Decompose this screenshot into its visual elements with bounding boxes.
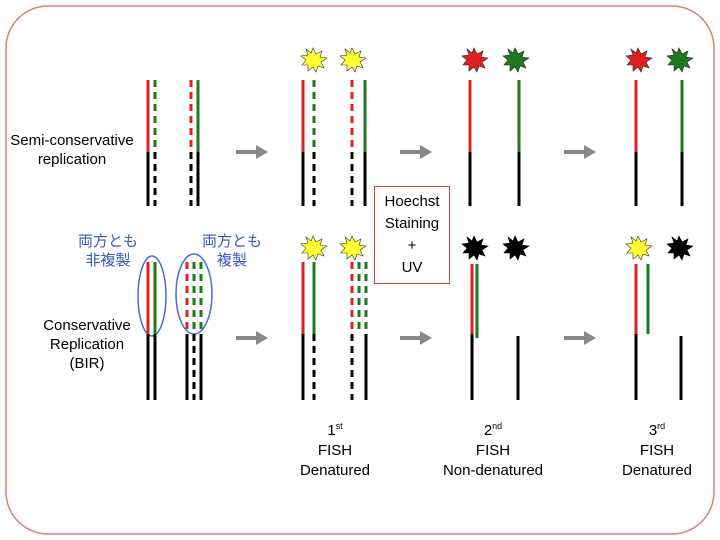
column-3-ordinal: 3rd [648, 421, 666, 439]
green-star-icon [666, 47, 694, 73]
cons-step3-strands [634, 264, 683, 400]
jp-right-line1: 両方とも [201, 233, 262, 250]
japanese-replicated-label: 両方とも 複製 [192, 232, 272, 270]
semi-arrow-2 [400, 145, 432, 159]
cons-arrow-2 [400, 331, 432, 345]
column-2-line3: Non-denatured [442, 462, 544, 479]
semi-label-line2: replication [37, 151, 107, 168]
cons-label-line3: (BIR) [69, 355, 105, 372]
semi-step1-strands [301, 80, 367, 206]
hoechst-line4: UV [401, 259, 423, 276]
green-star-icon [502, 47, 530, 73]
jp-right-line2: 複製 [216, 252, 247, 269]
column-3-line2: FISH [639, 442, 675, 459]
black-star-icon [666, 235, 694, 261]
semi-step2-strands [468, 80, 521, 206]
black-star-icon [461, 235, 489, 261]
semi-initial-pair-1 [146, 80, 157, 206]
column-1-line3: Denatured [299, 462, 371, 479]
hoechst-line1: Hoechst [384, 193, 440, 210]
semi-step3-strands [634, 80, 684, 206]
yellow-star-icon [300, 235, 328, 261]
column-label-2: 2nd FISH Non-denatured [428, 416, 558, 481]
column-1-ordinal: 1st [327, 421, 343, 439]
cons-step1-strands [301, 262, 368, 400]
outer-frame [5, 5, 715, 535]
unreplicated-highlight-ellipse [137, 255, 167, 337]
semi-initial-pair-2 [189, 80, 200, 206]
semi-arrow-3 [564, 145, 596, 159]
black-star-icon [502, 235, 530, 261]
cons-arrow-1 [236, 331, 268, 345]
yellow-star-icon [300, 47, 328, 73]
cons-step2-strands [470, 264, 520, 400]
column-3-line3: Denatured [621, 462, 693, 479]
column-2-ordinal: 2nd [483, 421, 503, 439]
semi-arrow-1 [236, 145, 268, 159]
yellow-star-icon [339, 47, 367, 73]
jp-left-line1: 両方とも [77, 233, 138, 250]
cons-label-line1: Conservative [43, 317, 131, 334]
column-label-1: 1st FISH Denatured [270, 416, 400, 481]
jp-left-line2: 非複製 [85, 252, 131, 269]
cons-initial-pair-1 [146, 262, 157, 400]
hoechst-line2: Staining [384, 215, 440, 232]
semi-conservative-label: Semi-conservative replication [2, 131, 142, 169]
column-label-3: 3rd FISH Denatured [592, 416, 720, 481]
semi-label-line1: Semi-conservative [10, 132, 134, 149]
column-1-line2: FISH [317, 442, 353, 459]
yellow-star-icon [339, 235, 367, 261]
hoechst-uv-box: Hoechst Staining + UV [374, 186, 450, 284]
hoechst-line3: + [407, 237, 417, 254]
japanese-unreplicated-label: 両方とも 非複製 [70, 232, 146, 270]
column-2-line2: FISH [475, 442, 511, 459]
red-star-icon [625, 47, 653, 73]
red-star-icon [461, 47, 489, 73]
conservative-label: Conservative Replication (BIR) [34, 316, 140, 373]
cons-initial-pair-2 [185, 262, 203, 400]
cons-arrow-3 [564, 331, 596, 345]
yellow-star-icon [625, 235, 653, 261]
cons-label-line2: Replication [49, 336, 125, 353]
